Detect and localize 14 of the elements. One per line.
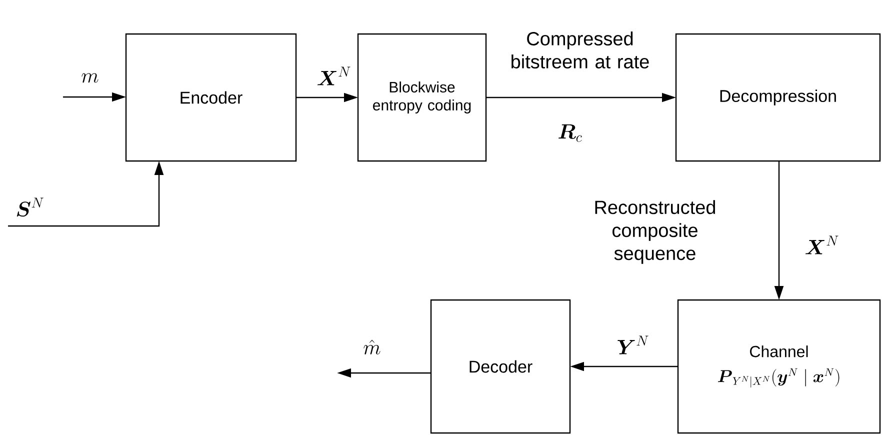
edge-label: Compressed bitstreem at rate [509, 30, 651, 70]
process-box: Encoder [125, 33, 297, 162]
process-box: Blockwise entropy coding [357, 33, 487, 162]
edge-label: $m$ [82, 73, 98, 83]
edge-label: $\boldsymbol{X}^N$ [806, 236, 838, 254]
edge-label: $\boldsymbol{X}^N$ [318, 66, 350, 86]
process-box: Decompression [675, 33, 881, 162]
edge-label: $\boldsymbol{S}^N$ [16, 198, 44, 217]
edge-label: $\hat{m}$ [364, 340, 380, 354]
process-box: Channel $\boldsymbol{P}_{Y^N|X^N}(\boldsymbol{y}^N \mid \boldsymbol{x}^N)$ [677, 299, 881, 434]
process-box: Decoder [430, 299, 571, 434]
rate-label: $\boldsymbol{R}_c$ [558, 124, 582, 142]
edge-label: $\boldsymbol{Y}^N$ [618, 336, 648, 354]
annotation: Reconstructed composite sequence [595, 200, 715, 264]
